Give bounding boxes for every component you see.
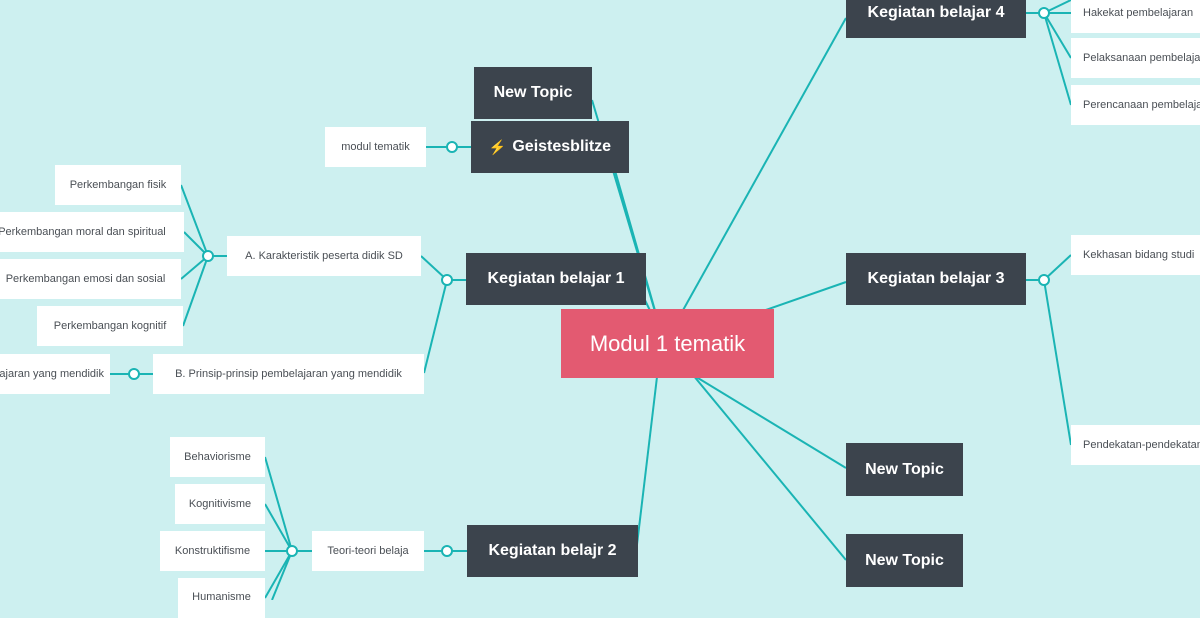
subtopic-label: modul tematik [341,141,410,153]
subtopic-hakekat[interactable]: Hakekat pembelajaran [1071,0,1200,33]
topic-label: Kegiatan belajar 3 [867,270,1005,287]
topic-new-topic-right-1[interactable]: New Topic [846,443,963,496]
topic-kegiatan-belajar-1[interactable]: Kegiatan belajar 1 [466,253,646,305]
subtopic-kognitivisme[interactable]: Kognitivisme [175,484,265,524]
subtopic-konstruktifisme[interactable]: Konstruktifisme [160,531,265,571]
link-center-kb4 [681,17,847,313]
subtopic-teori-belajar[interactable]: Teori-teori belaja [312,531,424,571]
subtopic-label: Perkembangan fisik [69,179,167,191]
subtopic-karakteristik[interactable]: A. Karakteristik peserta didik SD [227,236,421,276]
subtopic-perkembangan-moral[interactable]: Perkembangan moral dan spiritual [0,212,184,252]
link-kb4-pelaksanaan [1043,12,1072,59]
link-teori-behav [264,456,312,552]
subtopic-modul-tematik[interactable]: modul tematik [325,127,426,167]
link-kar-kognitif [182,255,209,327]
topic-new-topic-right-2[interactable]: New Topic [846,534,963,587]
topic-label: New Topic [865,460,944,478]
link-center-newtopic-r2 [692,374,847,561]
junction-dot [441,274,453,286]
subtopic-perkembangan-kognitif[interactable]: Perkembangan kognitif [37,306,183,346]
link-teori-kogn [264,503,293,552]
subtopic-perkembangan-fisik[interactable]: Perkembangan fisik [55,165,181,205]
subtopic-label: Pelaksanaan pembelajaran [1083,52,1200,64]
link-kb4-perencanaan [1043,12,1072,106]
subtopic-label: Behaviorisme [184,451,251,463]
junction-dot [1038,274,1050,286]
topic-kegiatan-belajr-2[interactable]: Kegiatan belajr 2 [467,525,638,577]
subtopic-label: Perkembangan kognitif [53,320,167,332]
subtopic-label: Konstruktifisme [174,545,251,557]
subtopic-prinsip[interactable]: B. Prinsip-prinsip pembelajaran yang men… [153,354,424,394]
link-kar-fisik [180,184,227,257]
link-center-geistesblitze [611,159,663,336]
subtopic-kekhasan[interactable]: Kekhasan bidang studi [1071,235,1200,275]
subtopic-label: Humanisme [192,591,251,603]
subtopic-label: Perkembangan moral dan spiritual [0,226,166,238]
topic-label: New Topic [493,84,573,101]
topic-geistesblitze[interactable]: ⚡ Geistesblitze [471,121,629,173]
topic-kegiatan-belajar-3[interactable]: Kegiatan belajar 3 [846,253,1026,305]
subtopic-label: Hakekat pembelajaran [1083,7,1194,19]
subtopic-pendekatan[interactable]: Pendekatan-pendekatan [1071,425,1200,465]
lightning-bolt-icon: ⚡ [488,138,507,155]
subtopic-label: Pembelajaran yang mendidik [0,368,104,380]
link-center-kb3 [759,281,847,313]
topic-new-topic-top[interactable]: New Topic [474,67,592,119]
subtopic-label: B. Prinsip-prinsip pembelajaran yang men… [175,368,402,380]
subtopic-label: Teori-teori belaja [327,545,409,557]
subtopic-label: Perencanaan pembelajaran [1083,99,1200,111]
subtopic-pelaksanaan[interactable]: Pelaksanaan pembelajaran [1071,38,1200,78]
subtopic-label: A. Karakteristik peserta didik SD [245,250,403,262]
junction-dot [286,545,298,557]
topic-label: Geistesblitze [512,138,612,155]
topic-label: Kegiatan belajar 4 [867,3,1005,21]
subtopic-label: Kekhasan bidang studi [1083,249,1195,261]
link-kb1-prinsip [423,279,448,374]
topic-label: New Topic [865,551,944,569]
subtopic-label: Kognitivisme [188,498,252,510]
topic-label: Kegiatan belajr 2 [488,542,617,559]
link-kb3-kekhasan [1043,254,1072,281]
junction-dot [128,368,140,380]
link-teori-extra [271,550,293,600]
subtopic-humanisme[interactable]: Humanisme [178,578,265,618]
subtopic-label: Perkembangan emosi dan sosial [5,273,166,285]
topic-label: Kegiatan belajar 1 [487,270,625,287]
subtopic-pembelajaran-mendidik[interactable]: Pembelajaran yang mendidik [0,354,110,394]
junction-dot [202,250,214,262]
link-center-newtopic-r1 [692,374,847,469]
subtopic-behaviorisme[interactable]: Behaviorisme [170,437,265,477]
central-topic[interactable]: Modul 1 tematik [561,309,774,378]
subtopic-perencanaan[interactable]: Perencanaan pembelajaran [1071,85,1200,125]
subtopic-label: Pendekatan-pendekatan [1083,439,1200,451]
link-kb3-pendekatan [1043,279,1072,446]
connector-lines [110,0,1072,600]
junction-dot [446,141,458,153]
junction-dot [1038,7,1050,19]
junction-dot [441,545,453,557]
link-teori-human [264,550,293,599]
subtopic-perkembangan-emosi[interactable]: Perkembangan emosi dan sosial [0,259,181,299]
central-topic-label: Modul 1 tematik [589,330,746,356]
topic-kegiatan-belajar-4[interactable]: Kegiatan belajar 4 [846,0,1026,38]
